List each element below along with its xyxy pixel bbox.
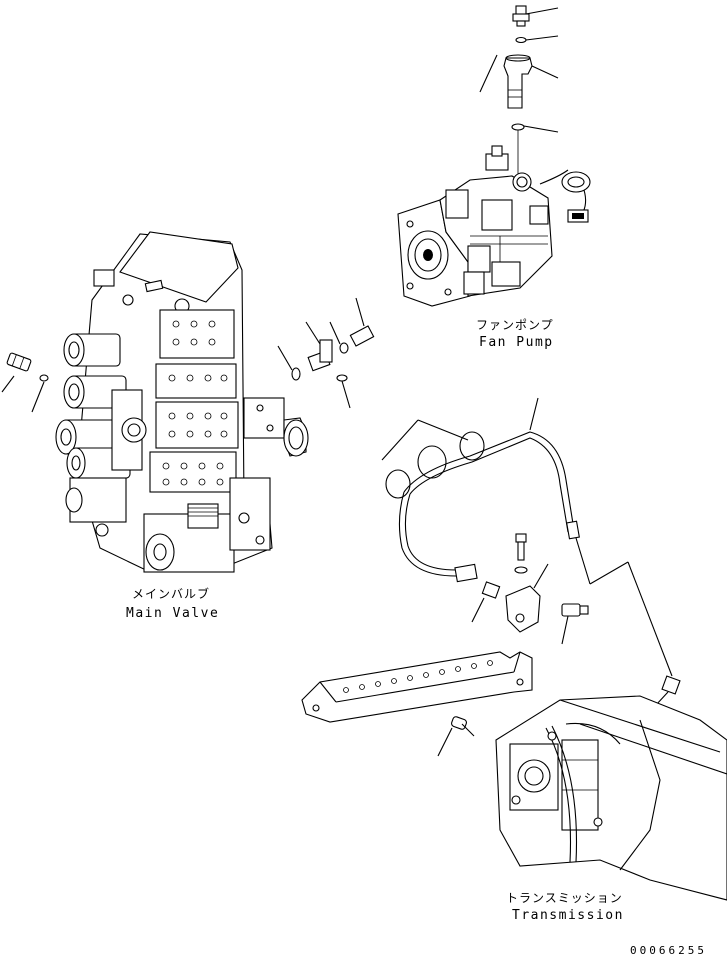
fan-pump-sensor — [539, 169, 591, 223]
fan-pump-assembly: ファンポンプ Fan Pump — [397, 5, 591, 350]
main-valve-sections — [149, 309, 239, 493]
main-valve-label-en: Main Valve — [126, 606, 219, 621]
transmission-label-jp: トランスミッション — [506, 891, 623, 905]
main-valve-left-fitting — [1, 352, 49, 413]
harness-clamps — [381, 419, 485, 499]
transmission-assembly: トランスミッション Transmission — [495, 695, 727, 923]
fan-pump-label-en: Fan Pump — [479, 335, 554, 350]
fan-pump-top-fitting — [512, 5, 559, 27]
fan-pump-label-jp: ファンポンプ — [476, 318, 554, 332]
fan-pump-elbow — [479, 54, 559, 109]
drawing-number: 00066255 — [630, 944, 707, 957]
main-valve-lower-blocks — [65, 477, 271, 573]
main-valve-assembly: メインバルブ Main Valve — [1, 231, 375, 621]
main-valve-solenoids — [55, 333, 147, 479]
harness-assembly — [301, 397, 681, 757]
transmission-label-en: Transmission — [512, 908, 624, 923]
fan-pump-body — [397, 145, 553, 307]
long-bracket — [301, 651, 533, 723]
main-valve-right-fittings — [277, 297, 375, 409]
main-valve-outlet — [243, 397, 309, 457]
main-valve-label-jp: メインバルブ — [132, 586, 210, 601]
